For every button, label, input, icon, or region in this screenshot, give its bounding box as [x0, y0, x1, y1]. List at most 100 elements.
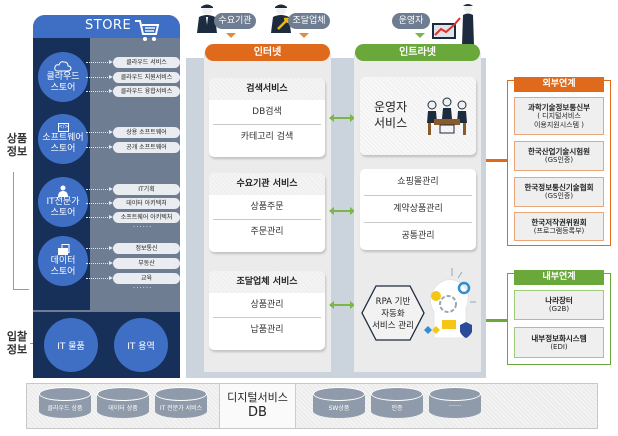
shopping-cart-icon — [133, 17, 161, 49]
bid-item-it-goods[interactable]: IT 물품 — [44, 318, 98, 372]
rpa-service[interactable]: RPA 기반 자동화 서비스 관리 — [360, 268, 476, 358]
divider — [213, 124, 321, 125]
it-expert-store[interactable]: IT전문가 스토어 — [38, 177, 88, 227]
store-item[interactable]: 공개 소프트웨어 — [113, 142, 180, 153]
card-row[interactable]: 주문관리 — [250, 227, 284, 237]
external-connector — [486, 159, 512, 162]
card-row[interactable]: DB검색 — [252, 107, 282, 117]
search-service-card: 검색서비스 DB검색 카테고리 검색 — [209, 78, 325, 157]
role-supplier[interactable]: 조달업체 — [288, 13, 330, 29]
demand-agency-person-icon — [196, 3, 218, 37]
card-row[interactable]: 상품주문 — [250, 202, 284, 212]
store-item[interactable]: 정보통신 — [113, 243, 180, 254]
rpa-hexagon — [361, 285, 425, 341]
card-row[interactable]: 계약상품관리 — [393, 204, 443, 214]
ai-automation-icon — [422, 268, 476, 352]
card-row[interactable]: 납품관리 — [250, 325, 284, 335]
store-item[interactable]: 상용 소프트웨어 — [113, 127, 180, 138]
cloud-icon — [54, 60, 72, 71]
external-links-box: 외부연계 과학기술정보통신부 ( 디지털서비스 이용지원시스템 ) 한국산업기술… — [507, 77, 611, 246]
role-operator[interactable]: 운영자 — [392, 13, 430, 29]
store-item[interactable]: 클라우드 서비스 — [113, 57, 180, 68]
arrow — [86, 201, 113, 205]
chevron-down-icon — [226, 33, 236, 38]
store-header: STORE — [33, 15, 180, 41]
product-info-label: 상품 정보 — [6, 132, 28, 158]
role-demand-agency[interactable]: 수요기관 — [214, 13, 256, 29]
arrow — [86, 215, 113, 219]
external-link-item[interactable]: 한국정보통신기술협회 (GS인증) — [514, 177, 604, 207]
demand-agency-service-card: 수요기관 서비스 상품주문 주문관리 — [209, 173, 325, 252]
external-link-item[interactable]: 과학기술정보통신부 ( 디지털서비스 이용지원시스템 ) — [514, 97, 604, 135]
db-center-label: 디지털서비스 DB — [219, 384, 296, 428]
management-card: 쇼핑몰관리 계약상품관리 공통관리 — [360, 169, 476, 250]
operator-chart-icon — [432, 3, 476, 49]
store-item[interactable]: 부동산 — [113, 258, 180, 269]
store-item[interactable]: 소프트웨어 아키텍처 — [113, 212, 180, 223]
db-cylinder[interactable]: 데이터 상품 — [97, 387, 149, 425]
internal-links-title: 내부연계 — [514, 270, 604, 285]
product-info-bracket-bottom — [13, 172, 29, 290]
internal-connector — [486, 319, 512, 322]
intranet-bar: 인트라넷 — [355, 44, 480, 61]
db-cylinder[interactable]: 클라우드 상품 — [39, 387, 91, 425]
db-cylinder[interactable]: 인증 — [371, 387, 423, 425]
data-store[interactable]: 데이터 스토어 — [38, 236, 88, 286]
bidirectional-arrow-icon — [329, 301, 355, 309]
arrow — [86, 261, 113, 265]
arrow — [86, 89, 113, 93]
store-item[interactable]: 클라우드 융합서비스 — [113, 86, 180, 97]
store-panel: STORE 클라우드 스토어 클라우드 서비스 클라우드 지원서비스 클라우드 … — [33, 15, 180, 378]
internal-links-box: 내부연계 나라장터 (G2B) 내부정보화시스템 (EDI) — [507, 270, 611, 365]
supplier-service-card: 조달업체 서비스 상품관리 납품관리 — [209, 271, 325, 350]
arrow — [86, 130, 113, 134]
db-cylinder[interactable]: IT 전문가 서비스 — [155, 387, 207, 425]
internal-link-item[interactable]: 내부정보화시스템 (EDI) — [514, 327, 604, 358]
bidirectional-arrow-icon — [329, 207, 355, 215]
arrow — [86, 246, 113, 250]
divider — [213, 317, 321, 318]
rpa-label: RPA 기반 자동화 서비스 관리 — [372, 297, 414, 331]
more-indicator: ······ — [133, 223, 153, 231]
card-row[interactable]: 쇼핑몰관리 — [397, 177, 439, 187]
db-cylinder[interactable]: ······· — [429, 387, 481, 425]
data-folder-icon — [57, 244, 69, 255]
divider — [364, 222, 472, 223]
store-item[interactable]: 클라우드 지원서비스 — [113, 72, 180, 83]
bid-info-label: 입찰 정보 — [6, 330, 28, 356]
store-item[interactable]: 데이터 아키텍처 — [113, 198, 180, 209]
chevron-down-icon — [299, 33, 309, 38]
external-link-item[interactable]: 한국산업기술시험원 (GS인증) — [514, 141, 604, 171]
external-link-item[interactable]: 한국저작권위원회 (프로그램등록부) — [514, 212, 604, 241]
bid-item-it-services[interactable]: IT 용역 — [114, 318, 168, 372]
card-title: 수요기관 서비스 — [209, 173, 325, 195]
external-links-title: 외부연계 — [514, 77, 604, 92]
card-title: 조달업체 서비스 — [209, 271, 325, 293]
chevron-down-icon — [415, 33, 425, 38]
internal-link-item[interactable]: 나라장터 (G2B) — [514, 290, 604, 320]
card-row[interactable]: 공통관리 — [401, 231, 435, 241]
operator-service-label: 운영자 서비스 — [374, 100, 408, 130]
store-item[interactable]: IT기획 — [113, 184, 180, 195]
card-row[interactable]: 상품관리 — [250, 300, 284, 310]
divider — [364, 195, 472, 196]
card-row[interactable]: 카테고리 검색 — [240, 132, 294, 142]
arrow — [86, 187, 113, 191]
arrow — [86, 60, 113, 64]
internet-bar: 인터넷 — [205, 44, 330, 61]
more-indicator: ······ — [133, 284, 153, 292]
meeting-people-icon — [424, 97, 470, 141]
person-icon — [58, 185, 68, 197]
arrow — [86, 276, 113, 280]
store-title: STORE — [85, 18, 132, 33]
divider — [213, 219, 321, 220]
code-window-icon: </> — [57, 123, 69, 132]
store-item[interactable]: 교육 — [113, 273, 180, 284]
bidirectional-arrow-icon — [329, 114, 355, 122]
db-cylinder[interactable]: SW상품 — [313, 387, 365, 425]
arrow — [86, 75, 113, 79]
arrow — [86, 145, 113, 149]
operator-service-card[interactable]: 운영자 서비스 — [360, 77, 476, 155]
software-store[interactable]: </> 소프트웨어 스토어 — [38, 114, 88, 164]
cloud-store[interactable]: 클라우드 스토어 — [38, 52, 88, 102]
